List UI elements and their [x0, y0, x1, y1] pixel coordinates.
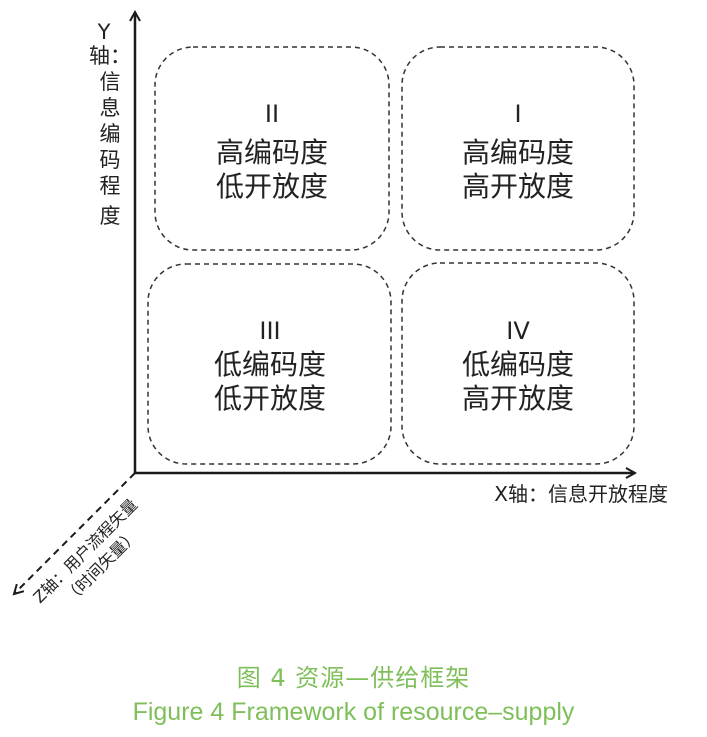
- quadrant-line2: 低开放度: [216, 170, 328, 203]
- quadrant-ii: II 高编码度 低开放度: [154, 46, 390, 251]
- quadrant-line1: 高编码度: [216, 136, 328, 169]
- quadrant-line2: 低开放度: [214, 382, 326, 415]
- quadrant-box: [401, 46, 635, 251]
- y-axis-letter: Y: [97, 20, 111, 44]
- y-axis-label-char: 码: [100, 148, 121, 172]
- quadrant-numeral: III: [259, 317, 280, 345]
- quadrant-i: I 高编码度 高开放度: [401, 46, 635, 251]
- z-axis-line: [14, 472, 136, 594]
- y-axis-label-char: 轴：: [89, 44, 131, 68]
- y-axis-label-char: 息: [100, 96, 121, 120]
- quadrant-iii: III 低编码度 低开放度: [147, 263, 392, 465]
- x-axis-label: X轴：信息开放程度: [494, 482, 668, 506]
- quadrant-line2: 高开放度: [462, 170, 574, 203]
- y-axis-label-char: 信: [100, 70, 121, 94]
- quadrant-numeral: I: [514, 100, 521, 128]
- y-axis-label-char: 编: [100, 122, 121, 146]
- figure-caption-zh: 图 4 资源—供给框架: [236, 664, 471, 692]
- y-axis-label: 轴： 信 息 编 码 程 度: [89, 44, 131, 228]
- quadrant-line1: 低编码度: [214, 348, 326, 381]
- quadrant-line2: 高开放度: [462, 382, 574, 415]
- figure-caption-en: Figure 4 Framework of resource–supply: [132, 698, 575, 726]
- quadrant-numeral: IV: [506, 317, 530, 345]
- quadrant-numeral: II: [265, 100, 279, 128]
- quadrant-box: [154, 46, 390, 251]
- quadrant-line1: 低编码度: [462, 348, 574, 381]
- quadrant-box: [147, 263, 392, 465]
- quadrant-box: [401, 262, 635, 465]
- y-axis-label-char: 度: [100, 204, 121, 228]
- quadrant-line1: 高编码度: [462, 136, 574, 169]
- quadrant-iv: IV 低编码度 高开放度: [401, 262, 635, 465]
- y-axis-label-char: 程: [100, 174, 121, 198]
